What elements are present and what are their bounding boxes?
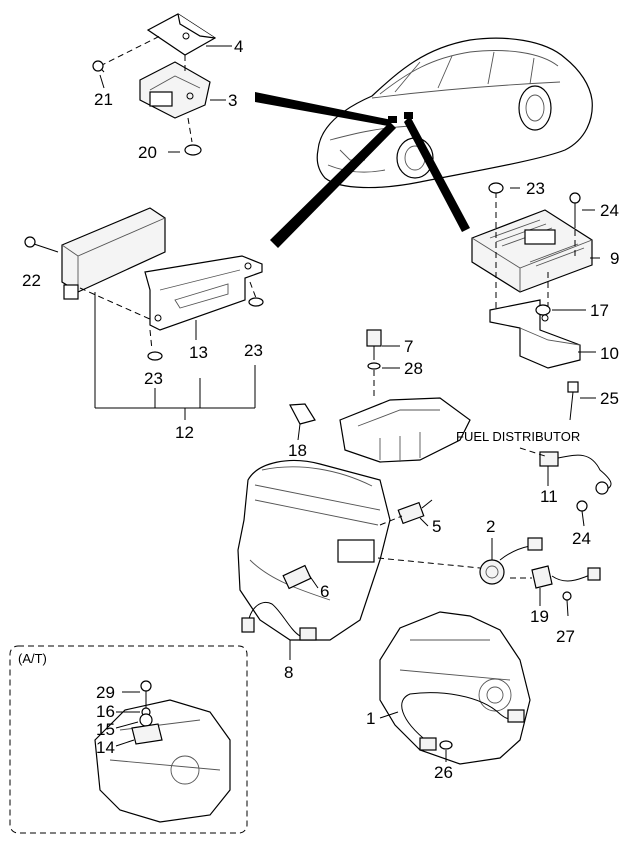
part-5-sensor — [397, 499, 433, 525]
callout-18: 18 — [288, 441, 307, 460]
callout-19: 19 — [530, 607, 549, 626]
part-22-control-unit — [24, 207, 166, 300]
callout-6: 6 — [320, 582, 330, 601]
part-21-bolt — [92, 60, 105, 73]
callout-21: 21 — [94, 90, 113, 109]
part-14-sensor — [131, 723, 163, 745]
leader-band-9 — [404, 116, 470, 232]
part-27-bolt — [562, 591, 572, 617]
part-28-washer — [367, 362, 381, 370]
callout-29: 29 — [96, 683, 115, 702]
car-illustration — [316, 37, 593, 189]
part-15-seal — [139, 713, 153, 727]
callout-12: 12 — [175, 423, 194, 442]
part-29-bolt — [140, 680, 152, 712]
callout-23-top: 23 — [526, 179, 545, 198]
callout-8: 8 — [284, 663, 294, 682]
part-3-module — [139, 61, 211, 119]
part-13-bracket — [144, 255, 263, 331]
part-18-clip — [289, 403, 316, 425]
callout-20: 20 — [138, 143, 157, 162]
callout-9: 9 — [610, 249, 620, 268]
callout-7: 7 — [404, 337, 414, 356]
fuel-distributor-label: FUEL DISTRIBUTOR — [456, 429, 581, 444]
part-4-bracket — [146, 13, 217, 56]
part-23-nut-top — [488, 182, 504, 194]
part-1-speed-sensor — [401, 692, 525, 751]
intake-manifold — [339, 397, 471, 463]
transmission — [379, 611, 531, 765]
callout-24-lower: 24 — [572, 529, 591, 548]
part-9-ecu — [471, 209, 593, 293]
at-transmission — [94, 699, 231, 823]
part-26-washer — [439, 740, 453, 750]
callout-2: 2 — [486, 517, 496, 536]
callout-23-right: 23 — [244, 341, 263, 360]
part-19-sensor — [531, 565, 601, 589]
callout-26: 26 — [434, 763, 453, 782]
part-24-bolt-lower — [576, 500, 588, 527]
callout-24-top: 24 — [600, 201, 619, 220]
callout-11: 11 — [540, 487, 558, 506]
engine-block — [237, 459, 391, 641]
callout-23-left: 23 — [144, 369, 163, 388]
leader-band-3 — [255, 92, 392, 126]
callout-10: 10 — [600, 344, 619, 363]
callout-3: 3 — [228, 91, 238, 110]
at-box-border — [9, 645, 248, 834]
callout-14: 14 — [96, 738, 115, 757]
part-25-tie — [567, 381, 579, 421]
callout-16: 16 — [96, 702, 115, 721]
part-20-nut — [184, 144, 202, 156]
callout-28: 28 — [404, 359, 423, 378]
part-2-sensor — [479, 537, 543, 585]
callout-22: 22 — [22, 271, 41, 290]
part-8-oxygen-sensor — [241, 602, 317, 641]
part-7-sensor — [366, 329, 382, 360]
callout-1: 1 — [366, 709, 376, 728]
callout-25: 25 — [600, 389, 619, 408]
part-17-nut — [535, 304, 551, 316]
callout-27: 27 — [556, 627, 575, 646]
part-6-sensor — [282, 564, 319, 590]
callout-17: 17 — [590, 301, 609, 320]
callout-4: 4 — [234, 37, 244, 56]
leader-band-13 — [270, 122, 396, 248]
at-box-label: (A/T) — [18, 651, 47, 666]
part-24-bolt-top — [569, 192, 581, 228]
callout-5: 5 — [432, 517, 442, 536]
callout-13: 13 — [189, 343, 208, 362]
callout-15: 15 — [96, 720, 115, 739]
